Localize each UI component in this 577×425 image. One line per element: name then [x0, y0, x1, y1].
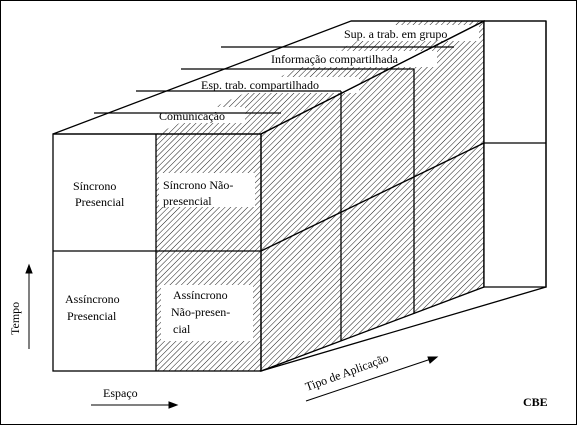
credit-label: CBE [523, 395, 548, 409]
cell-async-remote-line2: Não-presen- [171, 305, 230, 319]
cell-sync-remote-line1: Síncrono Não- [163, 178, 233, 192]
layer-label-shared-space: Esp. trab. compartilhado [201, 78, 319, 92]
cell-sync-presential-line1: Síncrono [73, 179, 116, 193]
cell-sync-remote-line2: presencial [163, 194, 212, 208]
layer-label-shared-info: Informação compartilhada [271, 52, 399, 66]
hatched-side-face [261, 21, 484, 251]
cell-async-presential-line1: Assíncrono [65, 292, 120, 306]
layer-label-support: Sup. a trab. em grupo [344, 27, 447, 41]
axis-label-space: Espaço [103, 386, 138, 400]
cell-async-presential-line2: Presencial [67, 309, 117, 323]
cube-back-box [483, 20, 547, 288]
cell-async-remote-line3: cial [173, 322, 191, 336]
hatched-side-face-lower [261, 143, 484, 371]
layer-label-communication: Comunicação [159, 109, 225, 123]
cell-sync-presential-line2: Presencial [75, 195, 125, 209]
cell-async-remote-line1: Assíncrono [173, 288, 228, 302]
axis-label-time: Tempo [8, 302, 22, 335]
